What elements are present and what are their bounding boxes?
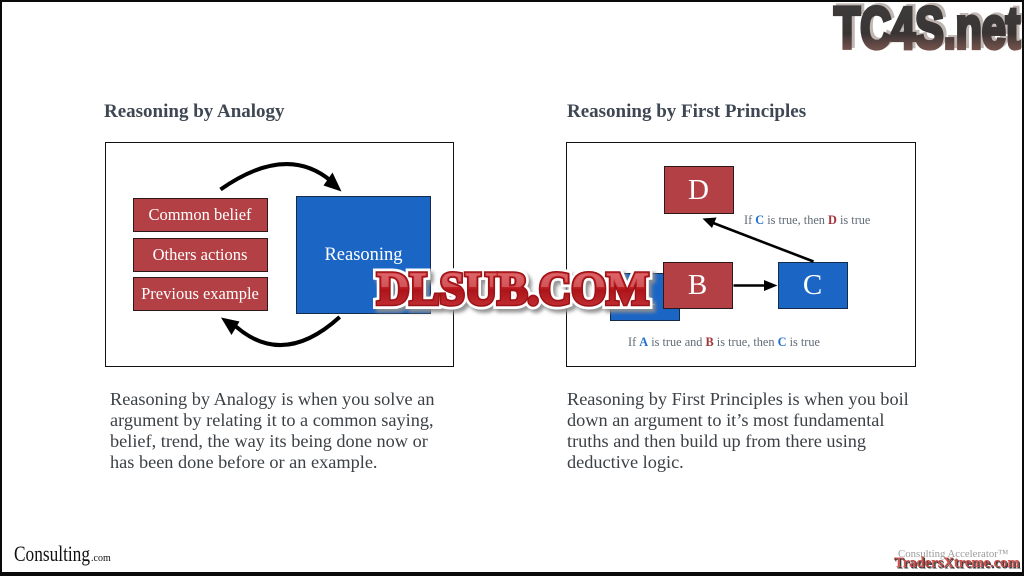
svg-text:DLSUB.COM: DLSUB.COM — [377, 263, 649, 315]
svg-text:DLSUB.COM: DLSUB.COM — [377, 263, 649, 315]
svg-text:.com: .com — [91, 553, 111, 564]
svg-text:DLSUB.COM: DLSUB.COM — [377, 263, 649, 315]
svg-text:DLSUB.COM: DLSUB.COM — [377, 263, 649, 315]
svg-text:Consulting: Consulting — [14, 543, 90, 566]
svg-text:TC4S.net: TC4S.net — [837, 0, 1023, 59]
svg-text:TC4S.net: TC4S.net — [834, 0, 1020, 60]
